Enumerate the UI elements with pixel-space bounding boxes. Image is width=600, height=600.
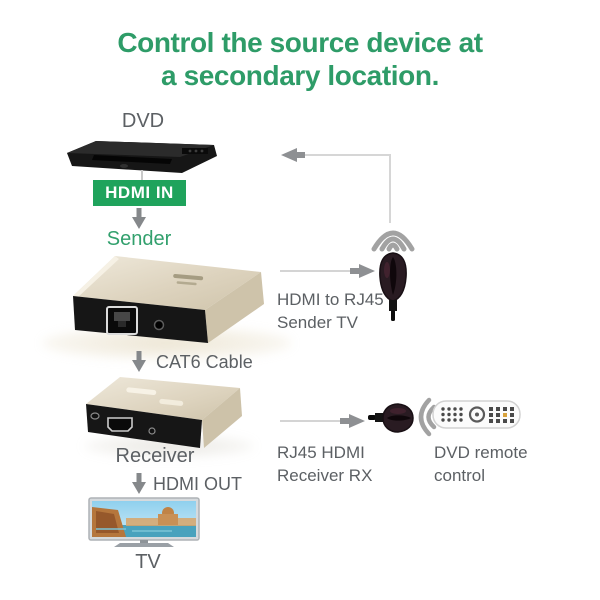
remote-caption: DVD remote control	[434, 441, 528, 487]
remote-caption-line2: control	[434, 466, 486, 485]
page-title-line1: Control the source device at	[117, 27, 483, 58]
sender-branding-print	[173, 273, 204, 286]
hdmi-out-port	[107, 417, 133, 432]
remote-control-image	[432, 400, 521, 429]
tv-label: TV	[135, 551, 161, 573]
receiver-unit-caption-line1: RJ45 HDMI	[277, 443, 365, 462]
sender-unit-caption: HDMI to RJ45 Sender TV	[277, 288, 384, 334]
receiver-unit-caption-line2: Receiver RX	[277, 466, 373, 485]
hdmi-in-badge: HDMI IN	[93, 180, 186, 206]
sender-unit-caption-line2: Sender TV	[277, 313, 358, 332]
wifi-signal-icon	[371, 230, 415, 252]
ir-jack-port	[153, 319, 165, 331]
ir-receiver-icon	[368, 403, 414, 433]
down-arrow-icon	[132, 208, 146, 229]
page-title-line2: a secondary location.	[161, 60, 439, 91]
ir-to-dvd-return-arrow	[281, 148, 391, 223]
remote-caption-line1: DVD remote	[434, 443, 528, 462]
receiver-label: Receiver	[115, 445, 195, 467]
down-arrow-icon	[132, 473, 146, 494]
receiver-device-image	[86, 377, 242, 448]
page-title: Control the source device at a secondary…	[0, 26, 600, 92]
receiver-to-ir-arrow	[280, 414, 365, 428]
cat6-cable-label: CAT6 Cable	[156, 352, 253, 372]
down-arrow-icon	[132, 351, 146, 372]
ir-jack-port	[90, 412, 100, 420]
power-port	[148, 427, 156, 435]
sender-label: Sender	[106, 228, 172, 250]
sender-device-image	[73, 256, 264, 343]
hdmi-out-label: HDMI OUT	[153, 474, 242, 494]
dvd-label: DVD	[121, 110, 165, 132]
ir-blaster-icon	[379, 252, 407, 321]
receiver-unit-caption: RJ45 HDMI Receiver RX	[277, 441, 372, 487]
sender-unit-caption-line1: HDMI to RJ45	[277, 290, 384, 309]
tv-image	[88, 497, 200, 547]
dvd-player-image	[67, 141, 217, 173]
sender-to-ir-arrow	[280, 264, 375, 278]
dvd-to-hdmi-in-line	[141, 170, 143, 182]
